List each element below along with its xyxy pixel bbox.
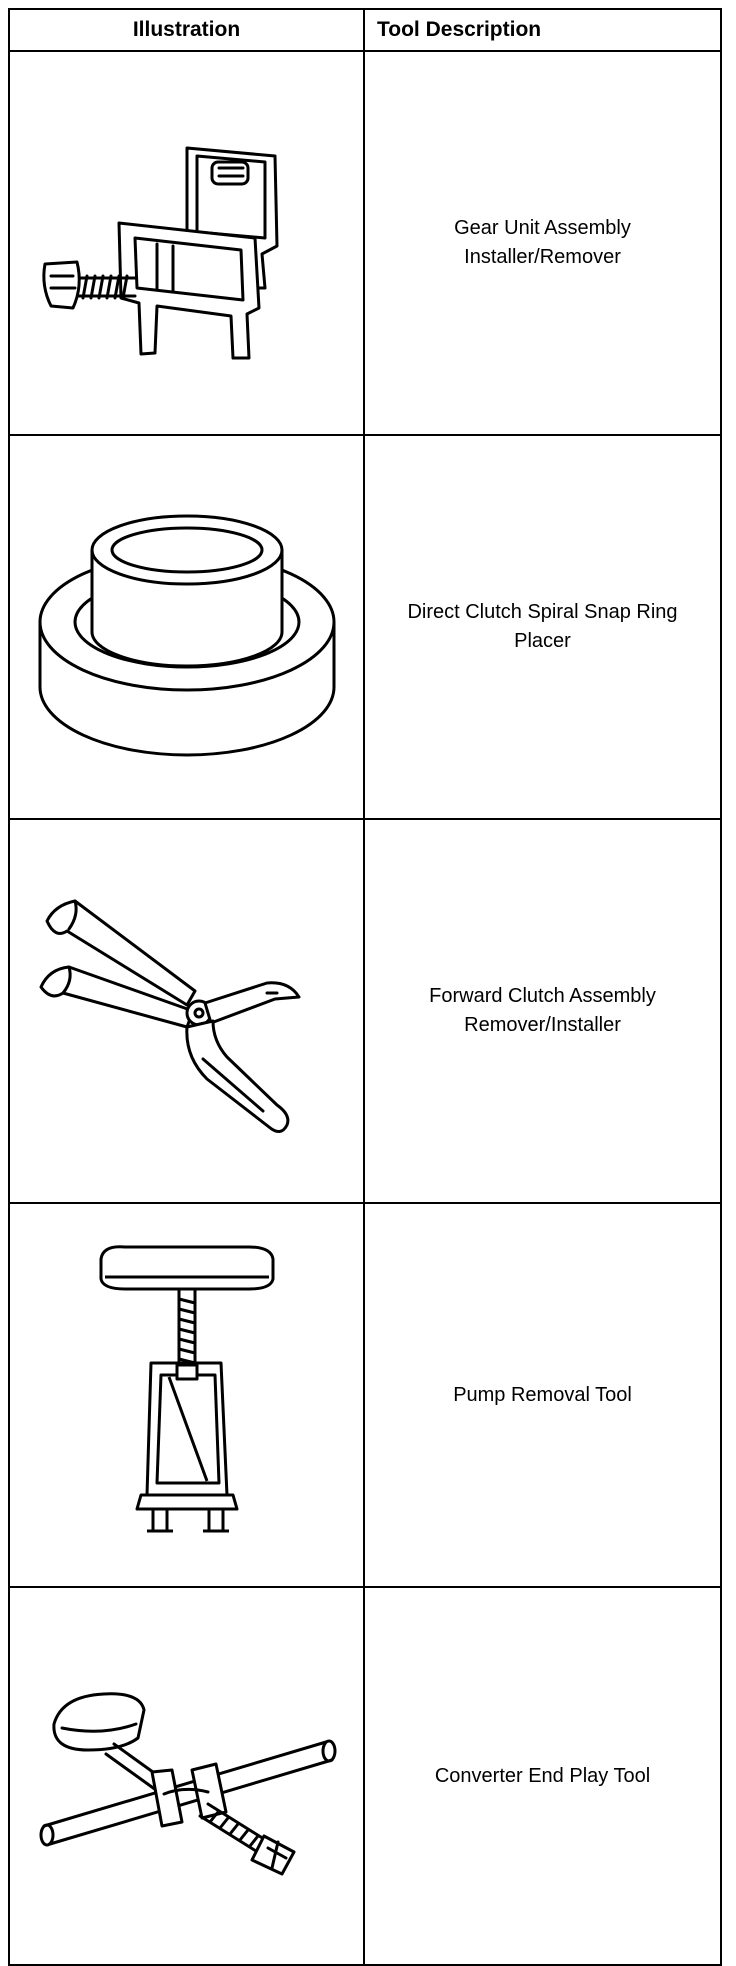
illustration-cell [8,50,365,436]
tool-description-cell: Forward Clutch Assembly Remover/Installe… [363,818,722,1204]
tool-description-cell: Direct Clutch Spiral Snap Ring Placer [363,434,722,820]
table-row: Converter End Play Tool [8,1586,722,1966]
snap-ring-placer-icon [32,492,342,762]
table-row: Forward Clutch Assembly Remover/Installe… [8,818,722,1204]
tool-description-cell: Converter End Play Tool [363,1586,722,1966]
table-row: Gear Unit Assembly Installer/Remover [8,50,722,436]
illustration-cell [8,434,365,820]
illustration-column-header: Illustration [8,8,365,52]
gear-unit-installer-icon [37,128,337,358]
table-row: Direct Clutch Spiral Snap Ring Placer [8,434,722,820]
illustration-cell [8,1202,365,1588]
tool-description-cell: Gear Unit Assembly Installer/Remover [363,50,722,436]
converter-end-play-tool-icon [32,1676,342,1876]
pump-removal-tool-icon [97,1245,277,1545]
special-tools-table: Illustration Tool Description [8,8,722,1966]
illustration-cell [8,1586,365,1966]
tool-description-column-header: Tool Description [363,8,722,52]
tool-description-cell: Pump Removal Tool [363,1202,722,1588]
forward-clutch-remover-icon [27,881,347,1141]
table-header-row: Illustration Tool Description [8,8,722,52]
illustration-cell [8,818,365,1204]
table-row: Pump Removal Tool [8,1202,722,1588]
